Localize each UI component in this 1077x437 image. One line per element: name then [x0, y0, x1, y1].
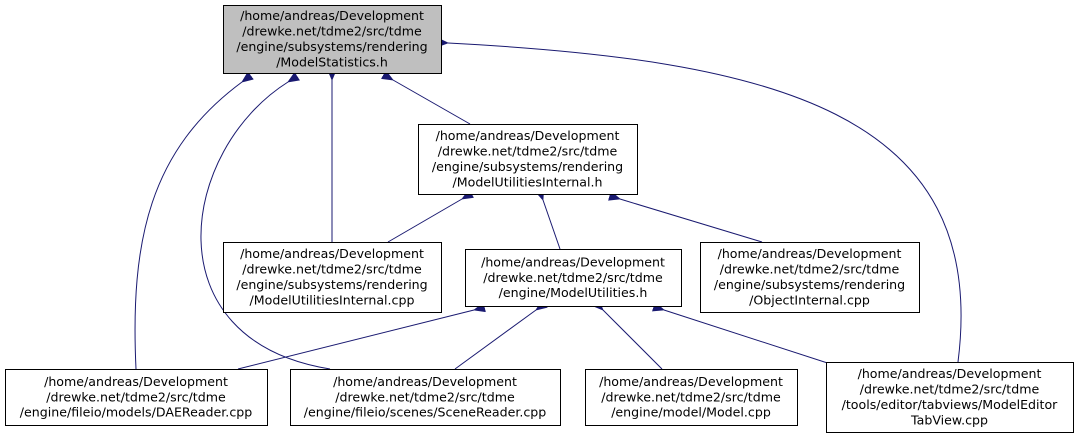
node-object-internal-cpp[interactable]: /home/andreas/Development/drewke.net/tdm…	[700, 242, 920, 313]
node-model-statistics-h[interactable]: /home/andreas/Development/drewke.net/tdm…	[223, 5, 442, 74]
node-box	[418, 124, 638, 195]
node-model-utilities-internal-cpp[interactable]: /home/andreas/Development/drewke.net/tdm…	[223, 242, 442, 313]
edge-model-editor-tabview-cpp-to-model-statistics-h	[436, 37, 962, 363]
node-label-line: /ModelUtilitiesInternal.h	[453, 174, 603, 189]
node-box	[585, 369, 798, 426]
node-label-line: /home/andreas/Development	[718, 246, 902, 261]
node-model-utilities-internal-h[interactable]: /home/andreas/Development/drewke.net/tdm…	[418, 124, 638, 195]
edge-object-internal-cpp-to-model-utilities-internal-h	[608, 191, 763, 243]
node-label-line: /engine/ModelUtilities.h	[499, 285, 648, 300]
node-label-line: /engine/subsystems/rendering	[236, 277, 427, 292]
node-label-line: /ModelUtilitiesInternal.cpp	[250, 292, 415, 307]
edge-model-utilities-h-to-model-utilities-internal-h	[534, 187, 561, 250]
edge-scene-reader-cpp-to-model-statistics-h	[200, 71, 331, 370]
node-dae-reader-cpp[interactable]: /home/andreas/Development/drewke.net/tdm…	[5, 369, 268, 426]
edge-model-utilities-internal-cpp-to-model-utilities-internal-h	[387, 189, 475, 243]
node-label-line: /engine/subsystems/rendering	[714, 277, 905, 292]
node-box	[826, 362, 1074, 433]
node-label-line: /home/andreas/Development	[481, 254, 665, 269]
node-scene-reader-cpp[interactable]: /home/andreas/Development/drewke.net/tdm…	[290, 369, 561, 426]
node-label-line: /tools/editor/tabviews/ModelEditor	[842, 397, 1059, 412]
node-label-line: /drewke.net/tdme2/src/tdme	[242, 24, 422, 39]
node-label-line: /home/andreas/Development	[858, 366, 1042, 381]
node-label-line: /engine/fileio/scenes/SceneReader.cpp	[304, 405, 547, 420]
node-box	[290, 369, 561, 426]
node-box	[700, 242, 920, 313]
node-label-line: /engine/subsystems/rendering	[432, 159, 623, 174]
node-label-line: /drewke.net/tdme2/src/tdme	[860, 382, 1040, 397]
edge-layer	[134, 37, 962, 370]
node-label-line: /home/andreas/Development	[240, 8, 424, 23]
node-label-line: /home/andreas/Development	[599, 374, 783, 389]
edge-scene-reader-cpp-to-model-utilities-h	[454, 299, 548, 370]
node-label-line: /home/andreas/Development	[436, 128, 620, 143]
node-box	[465, 249, 682, 307]
node-label-line: /drewke.net/tdme2/src/tdme	[483, 270, 663, 285]
node-label-line: /drewke.net/tdme2/src/tdme	[720, 262, 900, 277]
node-label-line: /home/andreas/Development	[333, 374, 517, 389]
edge-model-cpp-to-model-utilities-h	[591, 298, 663, 370]
node-label-line: /engine/model/Model.cpp	[611, 405, 771, 420]
node-label-line: /engine/subsystems/rendering	[236, 39, 427, 54]
edge-model-editor-tabview-cpp-to-model-utilities-h	[651, 301, 847, 370]
node-layer: /home/andreas/Development/drewke.net/tdm…	[5, 5, 1074, 433]
node-label-line: TabView.cpp	[910, 412, 988, 427]
node-label-line: /home/andreas/Development	[44, 374, 228, 389]
node-label-line: /ObjectInternal.cpp	[749, 292, 870, 307]
node-label-line: /drewke.net/tdme2/src/tdme	[438, 144, 618, 159]
edge-dae-reader-cpp-to-model-utilities-h	[237, 302, 486, 370]
node-box	[223, 242, 442, 313]
node-model-editor-tabview-cpp[interactable]: /home/andreas/Development/drewke.net/tdm…	[826, 362, 1074, 433]
node-box	[5, 369, 268, 426]
node-label-line: /engine/fileio/models/DAEReader.cpp	[20, 405, 252, 420]
node-label-line: /home/andreas/Development	[240, 246, 424, 261]
node-label-line: /ModelStatistics.h	[276, 54, 388, 69]
node-box	[223, 5, 442, 74]
node-label-line: /drewke.net/tdme2/src/tdme	[601, 389, 781, 404]
edge-dae-reader-cpp-to-model-statistics-h	[134, 71, 254, 370]
node-model-utilities-h[interactable]: /home/andreas/Development/drewke.net/tdm…	[465, 249, 682, 307]
edge-model-utilities-internal-h-to-model-statistics-h	[380, 70, 471, 125]
node-model-cpp[interactable]: /home/andreas/Development/drewke.net/tdm…	[585, 369, 798, 426]
node-label-line: /drewke.net/tdme2/src/tdme	[242, 262, 422, 277]
node-label-line: /drewke.net/tdme2/src/tdme	[46, 389, 226, 404]
node-label-line: /drewke.net/tdme2/src/tdme	[335, 389, 515, 404]
